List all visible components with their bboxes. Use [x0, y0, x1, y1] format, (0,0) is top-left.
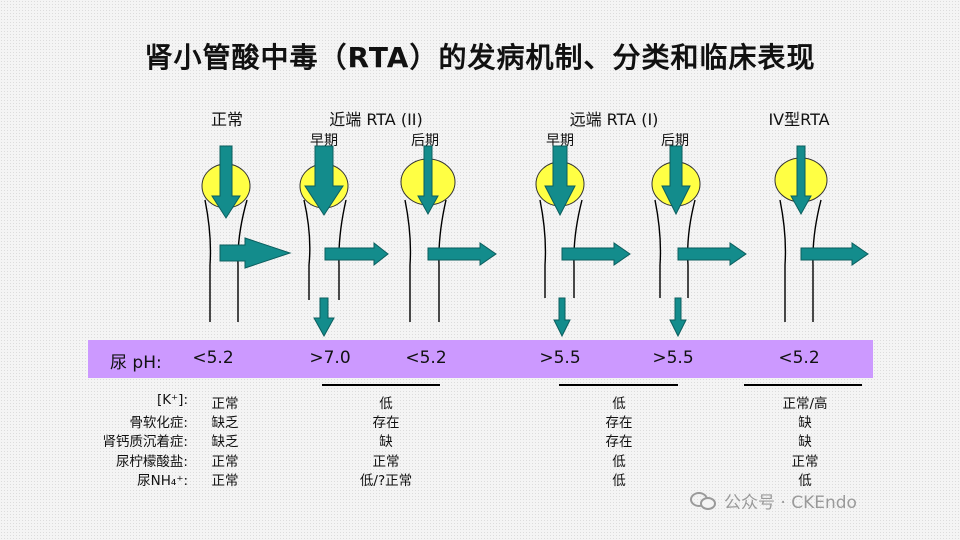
page-title: 肾小管酸中毒（RTA）的发病机制、分类和临床表现 [144, 41, 816, 74]
cell-normal: 缺乏 [211, 434, 239, 450]
subheader-distal-late: 后期 [661, 133, 689, 149]
urine-ph-value: >5.5 [539, 348, 581, 368]
urine-ph-value: <5.2 [405, 348, 447, 368]
cell-distal: 存在 [605, 415, 633, 431]
cell-proximal: 正常 [372, 454, 400, 470]
urine-ph-value: <5.2 [778, 348, 820, 368]
cell-distal: 低 [612, 473, 626, 489]
cell-distal: 存在 [605, 434, 633, 450]
cell-proximal: 缺 [379, 434, 393, 450]
cell-proximal: 低 [379, 396, 393, 412]
subheader-proximal-late: 后期 [411, 133, 439, 149]
row-label-urine-citrate: 尿柠檬酸盐: [115, 454, 188, 470]
urine-ph-value: <5.2 [192, 348, 234, 368]
cell-type4: 低 [798, 473, 812, 489]
row-label-osteomalacia: 骨软化症: [129, 415, 188, 431]
urine-ph-value: >5.5 [652, 348, 694, 368]
tubule-normal [201, 145, 292, 322]
subheader-distal-early: 早期 [546, 133, 574, 149]
cell-normal: 缺乏 [211, 415, 239, 431]
cell-type4: 正常/高 [782, 396, 828, 412]
tubule-proximal-early [299, 145, 389, 338]
header-distal-rta: 远端 RTA (I) [569, 110, 659, 129]
urine-ph-band [88, 340, 873, 378]
watermark: 公众号 · CKEndo [690, 488, 857, 513]
tubule-type4 [774, 145, 869, 322]
cell-proximal: 低/?正常 [359, 473, 413, 489]
group-rule-distal [559, 384, 678, 386]
wechat-icon [690, 490, 718, 512]
group-rule-type4 [744, 384, 862, 386]
row-label-potassium: [K⁺]: [156, 392, 188, 408]
subheader-proximal-early: 早期 [310, 133, 338, 149]
cell-type4: 缺 [798, 434, 812, 450]
cell-distal: 低 [612, 454, 626, 470]
header-type4-rta: IV型RTA [768, 110, 830, 129]
cell-proximal: 存在 [372, 415, 400, 431]
row-label-nephrocalcinosis: 肾钙质沉着症: [102, 434, 188, 450]
tubule-distal-late [651, 145, 747, 338]
cell-distal: 低 [612, 396, 626, 412]
cell-normal: 正常 [211, 396, 239, 412]
group-rule-proximal [322, 384, 440, 386]
row-label-urine-nh4: 尿NH₄⁺: [137, 473, 188, 489]
cell-normal: 正常 [211, 454, 239, 470]
cell-type4: 正常 [791, 454, 819, 470]
cell-normal: 正常 [211, 473, 239, 489]
tubule-distal-early [535, 145, 631, 338]
tubule-proximal-late [400, 145, 497, 322]
watermark-text: 公众号 · CKEndo [724, 493, 857, 513]
urine-ph-label: 尿 pH: [110, 353, 162, 373]
header-normal: 正常 [210, 110, 244, 129]
header-proximal-rta: 近端 RTA (II) [329, 110, 423, 129]
cell-type4: 缺 [798, 415, 812, 431]
urine-ph-value: >7.0 [309, 348, 351, 368]
